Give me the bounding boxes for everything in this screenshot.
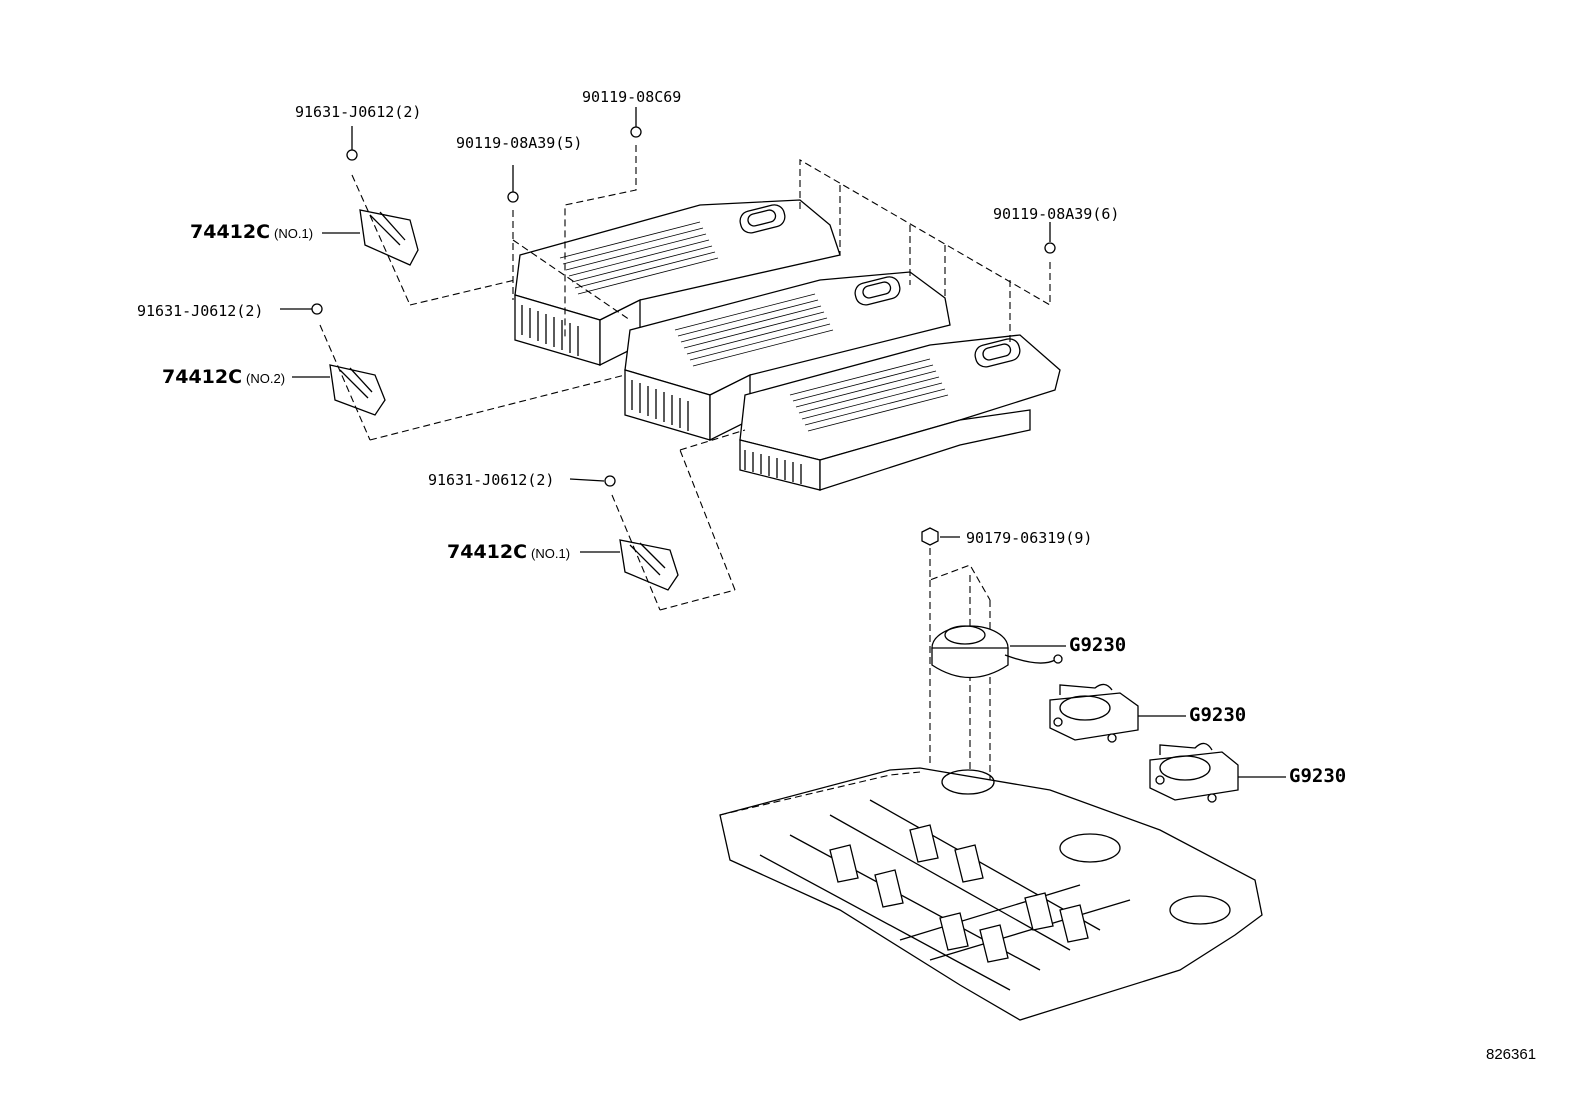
- assembly-dashes: [319, 145, 1051, 790]
- bracket-code: 74412C: [162, 366, 243, 388]
- bracket-74412c-no1-top: [359, 209, 419, 266]
- label-g9230-2: G9230: [1189, 704, 1247, 726]
- battery-module-2: [624, 271, 951, 442]
- blower-3: [1149, 742, 1239, 803]
- label-g9230-3: G9230: [1289, 765, 1347, 787]
- reference-number: 826361: [1486, 1046, 1537, 1063]
- label-90179-06319-9: 90179-06319(9): [966, 529, 1093, 547]
- screw-icons: [311, 107, 1056, 546]
- bracket-code: 74412C: [447, 541, 528, 563]
- floor-panel: [719, 767, 1263, 1021]
- label-74412c-no1-lower: 74412C(NO.1): [447, 541, 570, 563]
- bracket-tag: (NO.1): [531, 546, 571, 561]
- blower-1: [931, 625, 1063, 679]
- bracket-74412c-no1-lower: [619, 539, 679, 591]
- label-90119-08c69: 90119-08C69: [582, 88, 682, 106]
- label-74412c-no1-top: 74412C(NO.1): [190, 221, 313, 243]
- bracket-tag: (NO.1): [274, 226, 314, 241]
- bracket-74412c-no2: [329, 364, 386, 416]
- battery-module-3: [739, 334, 1061, 491]
- bracket-tag: (NO.2): [246, 371, 286, 386]
- leader-lines: [280, 232, 1286, 778]
- label-91631-j0612-top: 91631-J0612(2): [295, 103, 422, 121]
- blower-2: [1049, 683, 1139, 743]
- bracket-code: 74412C: [190, 221, 271, 243]
- label-90119-08a39-5: 90119-08A39(5): [456, 134, 583, 152]
- label-74412c-no2: 74412C(NO.2): [162, 366, 285, 388]
- label-91631-j0612-lower: 91631-J0612(2): [428, 471, 555, 489]
- label-91631-j0612-mid: 91631-J0612(2): [137, 302, 264, 320]
- label-g9230-1: G9230: [1069, 634, 1127, 656]
- label-90119-08a39-6: 90119-08A39(6): [993, 205, 1120, 223]
